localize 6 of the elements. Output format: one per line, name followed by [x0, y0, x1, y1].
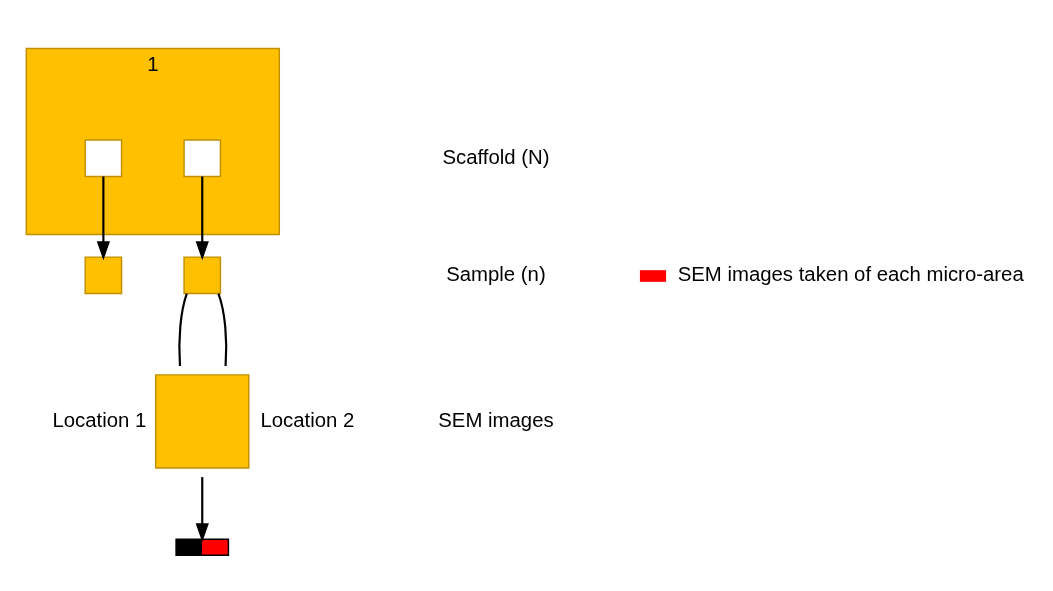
legend-label: SEM images taken of each micro-area: [677, 262, 1024, 285]
node-label: Location 2: [260, 408, 355, 431]
node-label: Location 1: [52, 408, 147, 431]
label: Sample (n): [446, 262, 546, 285]
label: SEM images: [438, 408, 554, 431]
label: Scaffold (N): [442, 145, 550, 168]
